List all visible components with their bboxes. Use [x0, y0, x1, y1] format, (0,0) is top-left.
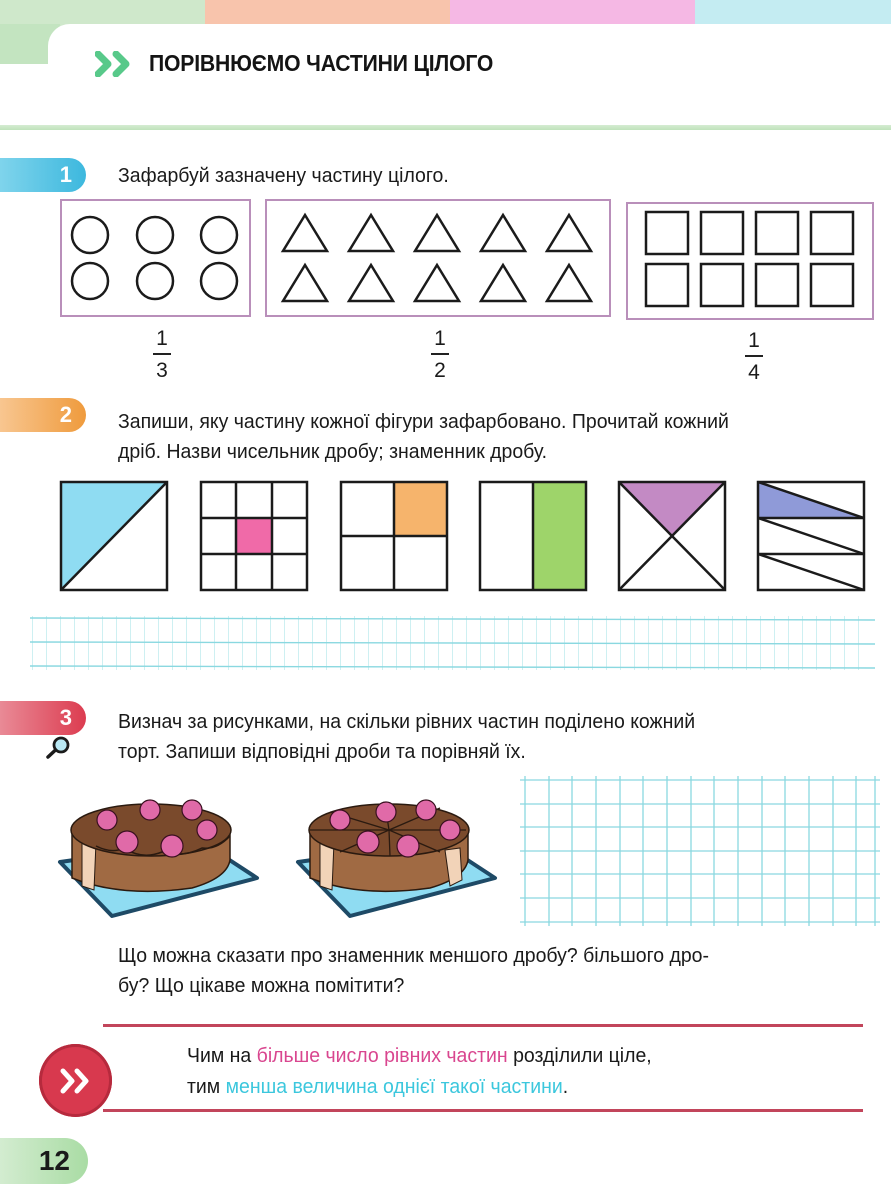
answer-grid-task-3[interactable] — [515, 772, 885, 932]
figure-grid-3x3 — [199, 480, 309, 592]
rule-line-2: тим менша величина однієї такої частини. — [187, 1071, 652, 1102]
numerator: 1 — [748, 329, 760, 352]
squares-drawing — [644, 210, 855, 308]
task-number: 2 — [59, 402, 72, 427]
title-row: ПОРІВНЮЄМО ЧАСТИНИ ЦІЛОГО — [95, 50, 523, 77]
task-number: 3 — [59, 705, 72, 730]
task-1-badge: 1 — [0, 158, 86, 192]
question-line-2: бу? Що цікаве можна помітити? — [118, 974, 405, 997]
instruction-line-2: дріб. Назви чисельник дробу; знаменник д… — [118, 440, 548, 463]
figure-diagonal-half — [59, 480, 169, 592]
fraction-bar — [153, 353, 171, 355]
rule-text-plain: . — [562, 1075, 569, 1098]
instruction-line-1: Визнач за рисунками, на скільки рівних ч… — [118, 710, 696, 733]
task-3-instruction: Визнач за рисунками, на скільки рівних ч… — [118, 707, 695, 767]
figure-grid-2x2 — [339, 480, 449, 592]
figure-vertical-half — [478, 480, 588, 592]
circles-group-box[interactable] — [60, 199, 251, 317]
rule-top-line — [103, 1024, 863, 1027]
magnifier-icon — [46, 736, 70, 759]
triangles-group-box[interactable] — [265, 199, 611, 317]
squares-group-box[interactable] — [626, 202, 874, 320]
denominator: 3 — [156, 359, 168, 382]
task-2-instruction: Запиши, яку частину кожної фігури зафарб… — [118, 407, 729, 467]
triangles-drawing — [280, 212, 594, 303]
rule-text-plain: тим — [187, 1075, 226, 1098]
fraction-bar — [431, 353, 449, 355]
fraction-one-third: 1 3 — [147, 327, 177, 383]
figure-six-triangles — [756, 480, 866, 592]
fraction-one-quarter: 1 4 — [739, 329, 769, 385]
header-card — [48, 24, 891, 124]
cake-eight-slices — [296, 799, 497, 918]
fraction-one-half: 1 2 — [425, 327, 455, 383]
question-line-1: Що можна сказати про знаменник меншого д… — [118, 944, 710, 967]
numerator: 1 — [156, 327, 168, 350]
numerator: 1 — [434, 327, 446, 350]
task-2-badge: 2 — [0, 398, 86, 432]
rule-text: Чим на більше число рівних частин розділ… — [187, 1040, 652, 1102]
double-chevron-icon — [60, 1068, 88, 1093]
double-chevron-icon — [95, 50, 135, 77]
rule-text-plain: Чим на — [187, 1044, 257, 1067]
answer-grid-task-2[interactable] — [30, 612, 875, 674]
page-number-text: 12 — [38, 1145, 70, 1176]
denominator: 4 — [748, 361, 760, 384]
rule-text-plain: розділили ціле, — [507, 1044, 652, 1067]
instruction-line-2: торт. Запиши відповідні дроби та порівня… — [118, 740, 526, 763]
instruction-line-1: Запиши, яку частину кожної фігури зафарб… — [118, 410, 729, 433]
figure-x-quarters — [617, 480, 727, 592]
rule-line-1: Чим на більше число рівних частин розділ… — [187, 1040, 652, 1071]
cake-one-slice-cut — [58, 799, 259, 918]
task-3-badge: 3 — [0, 701, 86, 735]
denominator: 2 — [434, 359, 446, 382]
rule-bottom-line — [103, 1109, 863, 1112]
page-number: 12 — [0, 1138, 88, 1184]
rule-highlight-cyan: менша величина однієї такої частини — [225, 1075, 563, 1098]
rule-badge — [39, 1044, 112, 1117]
rule-highlight-pink: більше число рівних частин — [256, 1044, 508, 1067]
task-1-instruction: Зафарбуй зазначену частину цілого. — [118, 164, 449, 187]
task-number: 1 — [59, 162, 72, 187]
circles-drawing — [70, 215, 239, 301]
page-title: ПОРІВНЮЄМО ЧАСТИНИ ЦІЛОГО — [149, 50, 494, 76]
fraction-bar — [745, 355, 763, 357]
header-divider — [0, 125, 891, 130]
task-3-question: Що можна сказати про знаменник меншого д… — [118, 941, 709, 1001]
